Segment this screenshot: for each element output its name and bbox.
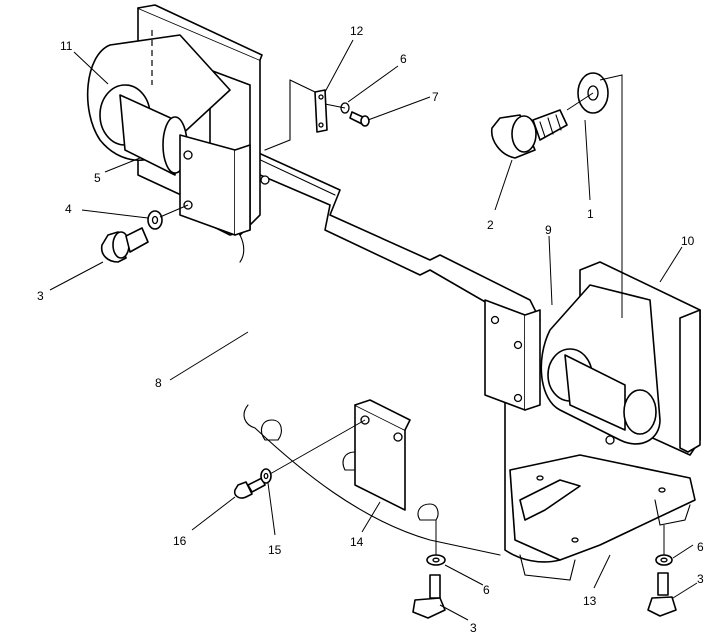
screw-16	[233, 477, 266, 499]
callout-7: 7	[432, 90, 439, 104]
callout-10: 10	[681, 234, 695, 248]
small-bracket	[264, 79, 328, 151]
right-mount-block	[484, 299, 541, 411]
right-bracket	[540, 261, 701, 456]
callout-3: 3	[37, 289, 44, 303]
callout-13: 13	[583, 594, 597, 608]
callout-14: 14	[350, 535, 364, 549]
callout-3b: 3	[470, 621, 477, 635]
callout-8: 8	[155, 376, 162, 390]
crossbar	[224, 139, 541, 326]
pin-2	[490, 109, 568, 159]
callout-11: 11	[60, 39, 73, 53]
leader-lines	[49, 39, 698, 621]
callout-4: 4	[65, 202, 72, 216]
washer-7-and-screw	[324, 102, 370, 127]
callout-6: 6	[400, 52, 407, 66]
washer-4	[147, 204, 189, 230]
left-mount-block	[179, 134, 270, 236]
callout-labels: 1 2 3 4 5 6 7 8 9 10 11 12 13 14 15 16 6…	[37, 24, 704, 635]
washer-1	[566, 72, 623, 318]
callout-9: 9	[545, 223, 552, 237]
bolt-3-lower-right	[647, 525, 677, 617]
callout-12: 12	[350, 24, 364, 38]
bolt-3-lower-center	[412, 520, 446, 619]
callout-6b: 6	[483, 583, 490, 597]
callout-1: 1	[587, 207, 594, 221]
callout-6c: 6	[697, 540, 704, 554]
washer-15	[260, 419, 366, 484]
lower-bracket	[354, 399, 411, 511]
screw-3-upper	[100, 227, 149, 263]
callout-15: 15	[268, 543, 282, 557]
support-plate	[509, 454, 696, 581]
callout-3c: 3	[697, 572, 704, 586]
callout-2: 2	[487, 218, 494, 232]
callout-16: 16	[173, 534, 187, 548]
callout-5: 5	[94, 171, 101, 185]
